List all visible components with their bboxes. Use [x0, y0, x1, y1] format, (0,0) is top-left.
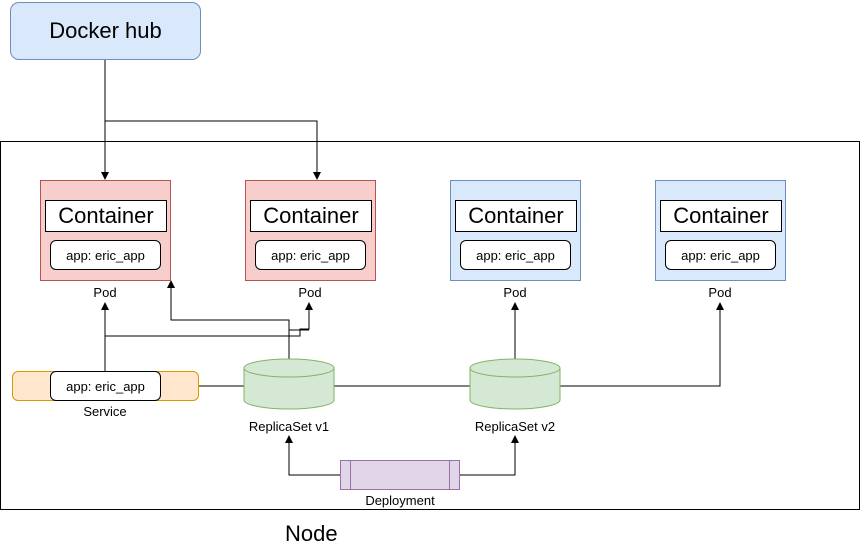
replicaset-v2-caption: ReplicaSet v2 — [474, 419, 556, 434]
pod-2[interactable]: Container app: eric_app — [245, 180, 376, 281]
pod-1[interactable]: Container app: eric_app — [40, 180, 171, 281]
service-caption: Service — [83, 404, 127, 419]
replicaset-v1-cylinder — [243, 358, 335, 410]
pod-3[interactable]: Container app: eric_app — [450, 180, 581, 281]
pod-2-caption: Pod — [298, 285, 322, 300]
connector-service-pod4 — [199, 302, 724, 387]
app-label: app: eric_app — [50, 240, 161, 270]
pod-3-caption: Pod — [503, 285, 527, 300]
deployment-right-bar — [449, 461, 459, 489]
deployment-node[interactable] — [340, 460, 460, 490]
container-title: Container — [45, 200, 167, 232]
pod-4-caption: Pod — [708, 285, 732, 300]
container-title: Container — [250, 200, 372, 232]
connector-deploy-rs1 — [285, 435, 340, 476]
deployment-left-bar — [341, 461, 351, 489]
app-label: app: eric_app — [665, 240, 776, 270]
node-frame — [0, 141, 860, 510]
docker-hub-node[interactable]: Docker hub — [10, 2, 201, 60]
connector-dockerhub-pod2 — [105, 120, 321, 180]
pod-4[interactable]: Container app: eric_app — [655, 180, 786, 281]
connector-rs1-pod1 — [167, 280, 290, 361]
node-label: Node — [285, 521, 338, 546]
replicaset-v2-cylinder — [469, 358, 561, 410]
service-app-label: app: eric_app — [50, 371, 161, 401]
app-label: app: eric_app — [460, 240, 571, 270]
docker-hub-label: Docker hub — [49, 18, 162, 43]
connector-service-pod2 — [105, 302, 313, 337]
connector-deploy-rs2 — [460, 435, 519, 476]
pod-1-caption: Pod — [93, 285, 117, 300]
deployment-caption: Deployment — [365, 493, 435, 508]
app-label: app: eric_app — [255, 240, 366, 270]
replicaset-v1-caption: ReplicaSet v1 — [248, 419, 330, 434]
container-title: Container — [455, 200, 577, 232]
container-title: Container — [660, 200, 782, 232]
